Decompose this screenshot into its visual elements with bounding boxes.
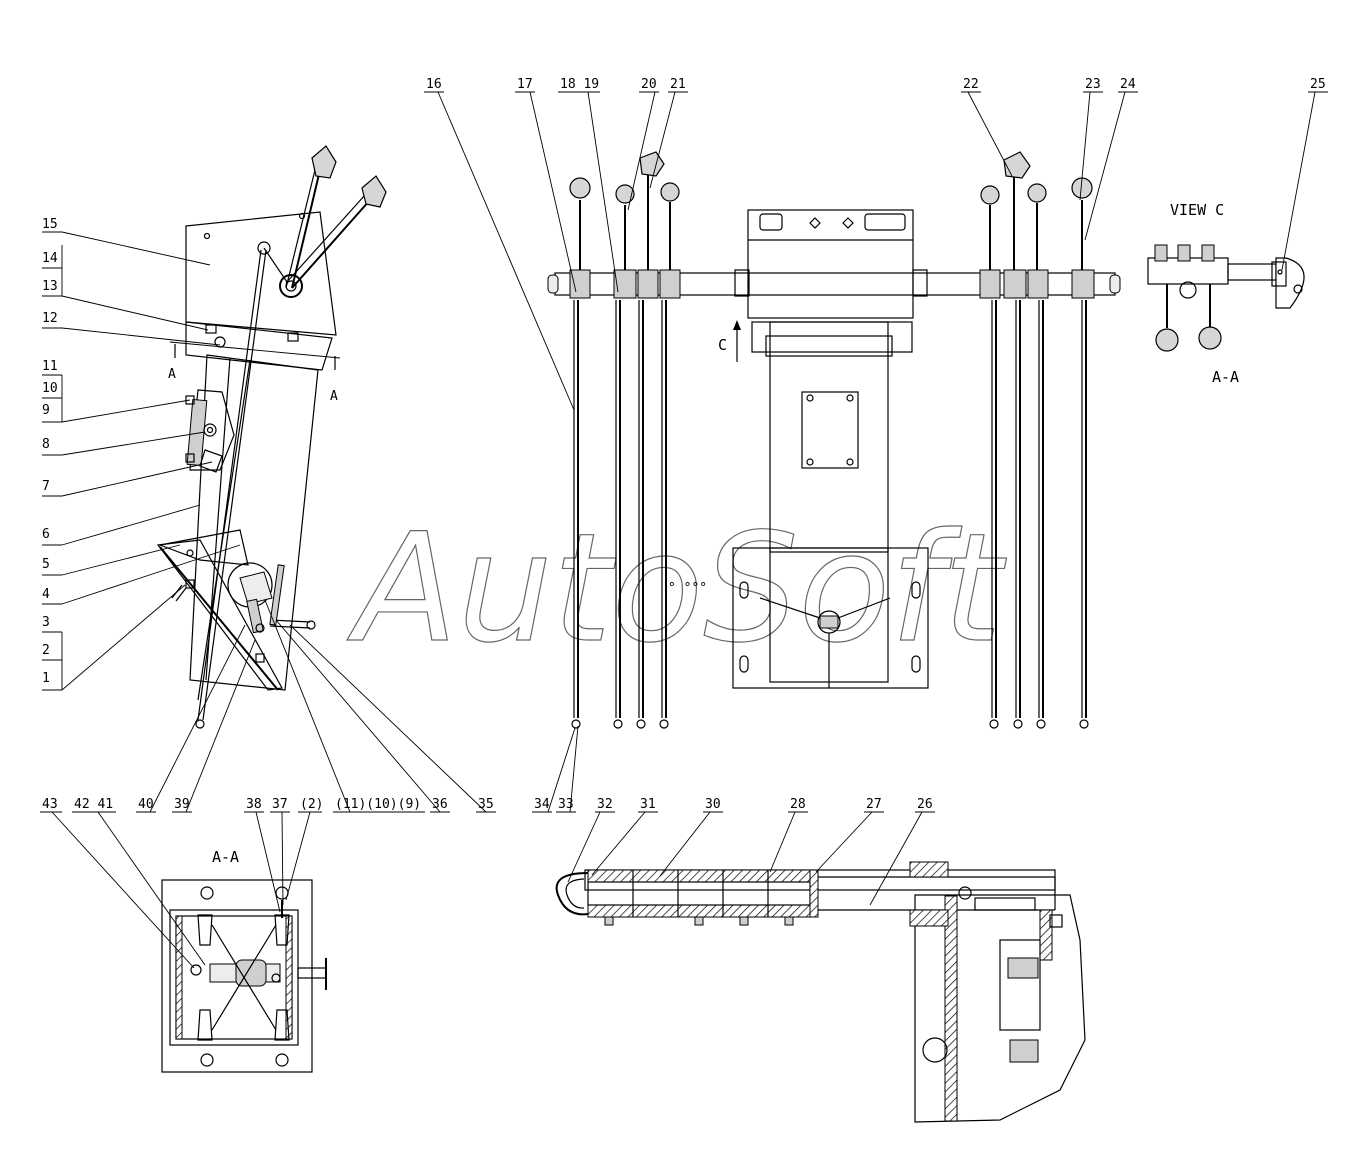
callout-15: 15	[42, 217, 58, 232]
view-c-section-caption: A-A	[1212, 368, 1239, 386]
callout-35: 35	[478, 797, 494, 812]
callout-21: 21	[670, 77, 686, 92]
callout-9: 9	[42, 403, 50, 418]
section-mark-a-left: A	[168, 367, 176, 382]
callout-39: 39	[174, 797, 190, 812]
callout-8: 8	[42, 437, 50, 452]
callout-33: 33	[558, 797, 574, 812]
callout-26: 26	[917, 797, 933, 812]
callout-1: 1	[42, 671, 50, 686]
callout-25: 25	[1310, 77, 1326, 92]
view-c-arrow-label: C	[718, 336, 727, 354]
callout-10: 10	[42, 381, 58, 396]
lever-group-left	[569, 151, 681, 729]
shaft-section-detail	[555, 861, 1086, 1123]
callout-11: 11	[42, 359, 58, 374]
section-mark-a-right: A	[330, 389, 338, 404]
front-view-assembly: C ° °°°	[547, 151, 1121, 729]
callout-17: 17	[517, 77, 533, 92]
callout-20: 20	[641, 77, 657, 92]
callout-40: 40	[138, 797, 154, 812]
callout-27: 27	[866, 797, 882, 812]
callout-36: 36	[432, 797, 448, 812]
callout-2-ref: (2)	[300, 797, 323, 812]
callout-43: 43	[42, 797, 58, 812]
top-callouts: 16 17 18 19 20 21 22 23 24 25	[424, 77, 1328, 411]
callout-4: 4	[42, 587, 50, 602]
callout-18-19: 18 19	[560, 77, 599, 92]
callout-31: 31	[640, 797, 656, 812]
view-c-caption: VIEW C	[1170, 201, 1224, 219]
section-aa-detail: A-A	[161, 848, 327, 1073]
callout-13: 13	[42, 279, 58, 294]
callout-11-10-9-ref: (11)(10)(9)	[335, 797, 421, 812]
side-view-assembly: A A	[156, 145, 387, 729]
callout-30: 30	[705, 797, 721, 812]
callout-5: 5	[42, 557, 50, 572]
left-callout-stack: 15 14 13 12 11 10 9 8 7 6 5 4 3	[42, 217, 241, 691]
small-mark: ° °°°	[668, 581, 707, 596]
callout-22: 22	[963, 77, 979, 92]
callout-3: 3	[42, 615, 50, 630]
watermark: AutoSoft	[347, 502, 1007, 676]
callout-6: 6	[42, 527, 50, 542]
callout-42-41: 42 41	[74, 797, 113, 812]
callout-24: 24	[1120, 77, 1136, 92]
section-aa-caption: A-A	[212, 848, 239, 866]
callout-34: 34	[534, 797, 550, 812]
callout-32: 32	[597, 797, 613, 812]
callout-38: 38	[246, 797, 262, 812]
callout-7: 7	[42, 479, 50, 494]
callout-23: 23	[1085, 77, 1101, 92]
view-c-detail: VIEW C A-A	[1147, 201, 1305, 386]
callout-14: 14	[42, 251, 58, 266]
callout-37: 37	[272, 797, 288, 812]
callout-28: 28	[790, 797, 806, 812]
callout-12: 12	[42, 311, 58, 326]
lever-group-right	[979, 151, 1095, 729]
bottom-callouts: 40 39 38 37 (2) (11)(10)(9) 36 35 34 33 …	[40, 599, 935, 969]
callout-16: 16	[426, 77, 442, 92]
callout-2: 2	[42, 643, 50, 658]
